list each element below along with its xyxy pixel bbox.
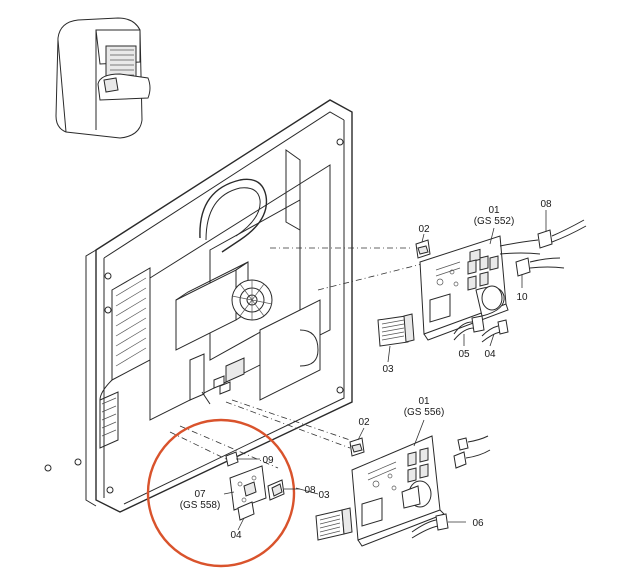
main-frame-panel (44, 99, 353, 513)
label-07-model: (GS 558) (180, 500, 221, 511)
label-01-bottom-model: (GS 556) (404, 407, 445, 418)
label-02-bottom: 02 (358, 417, 370, 428)
label-03-bottom: 03 (318, 490, 330, 501)
highlight-circle (146, 418, 296, 568)
top-board-parts (377, 219, 587, 347)
frame-fasteners (201, 375, 231, 405)
control-board-gs552 (419, 235, 541, 341)
label-05: 05 (458, 349, 470, 360)
control-board-gs556 (351, 435, 491, 547)
label-10: 10 (516, 292, 528, 303)
callout-labels: 01 (GS 552) 02 08 10 05 04 03 01 (GS 556… (180, 199, 552, 541)
label-03-top: 03 (382, 364, 394, 375)
label-08-bottom: 08 (304, 485, 316, 496)
label-04-top: 04 (484, 349, 496, 360)
label-01-top: 01 (488, 205, 500, 216)
label-01-bottom: 01 (418, 396, 430, 407)
leader-lines (223, 210, 547, 531)
label-04-bottom: 04 (230, 530, 242, 541)
bottom-board-parts (315, 437, 449, 541)
label-09: 09 (262, 455, 274, 466)
label-07: 07 (194, 489, 206, 500)
small-board-gs558 (225, 451, 285, 521)
label-08-top: 08 (540, 199, 552, 210)
label-06: 06 (472, 518, 484, 529)
assembly-dash-lines (169, 247, 431, 469)
label-01-top-model: (GS 552) (474, 216, 515, 227)
coin-mechanism-assembly (175, 149, 321, 401)
label-02-top: 02 (418, 224, 430, 235)
machine-thumbnail (55, 17, 151, 139)
